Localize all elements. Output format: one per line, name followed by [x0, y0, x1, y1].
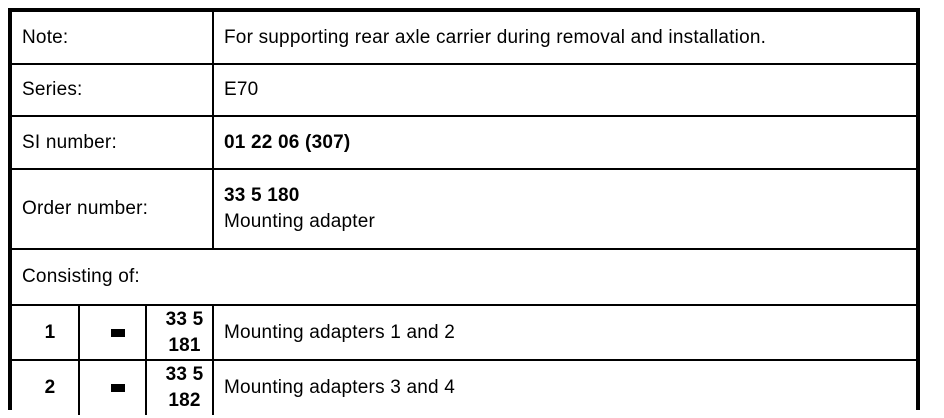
row-value-series: E70	[212, 63, 916, 117]
row-value-note: For supporting rear axle carrier during …	[212, 12, 916, 65]
table-row-si-number: SI number: 01 22 06 (307)	[12, 115, 916, 170]
tool-details-table: Note: For supporting rear axle carrier d…	[12, 12, 916, 415]
table-row-order-number: Order number: 33 5 180 Mounting adapter	[12, 168, 916, 250]
item-part-number: 33 5 181	[145, 304, 214, 361]
row-label-note: Note:	[12, 12, 214, 65]
table-row-note: Note: For supporting rear axle carrier d…	[12, 12, 916, 65]
item-marker-cell	[78, 304, 147, 361]
order-number-value: 33 5 180	[224, 185, 300, 207]
item-index: 2	[12, 359, 80, 415]
item-description: Mounting adapters 3 and 4	[212, 359, 916, 415]
row-label-order-number: Order number:	[12, 168, 214, 250]
row-label-consisting-of: Consisting of:	[12, 248, 916, 306]
table-row-consisting-of: Consisting of:	[12, 248, 916, 306]
row-label-series: Series:	[12, 63, 214, 117]
row-label-si-number: SI number:	[12, 115, 214, 170]
table-row: 2 33 5 182 Mounting adapters 3 and 4	[12, 359, 916, 415]
special-tool-info-table: Note: For supporting rear axle carrier d…	[8, 8, 920, 415]
row-value-si-number: 01 22 06 (307)	[212, 115, 916, 170]
item-marker-cell	[78, 359, 147, 415]
row-value-order-number: 33 5 180 Mounting adapter	[212, 168, 916, 250]
square-marker-icon	[110, 384, 125, 393]
table-row: 1 33 5 181 Mounting adapters 1 and 2	[12, 304, 916, 361]
order-number-description: Mounting adapter	[224, 211, 376, 232]
table-row-series: Series: E70	[12, 63, 916, 117]
item-index: 1	[12, 304, 80, 361]
square-marker-icon	[110, 328, 125, 337]
item-part-number: 33 5 182	[145, 359, 214, 415]
item-description: Mounting adapters 1 and 2	[212, 304, 916, 361]
